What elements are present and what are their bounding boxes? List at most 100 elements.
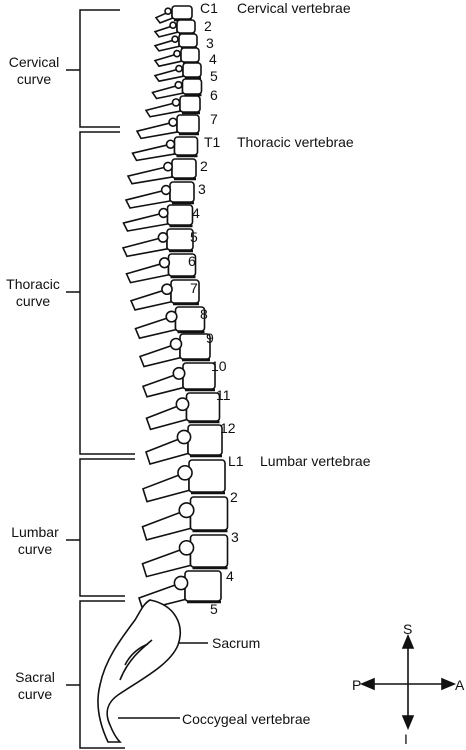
articular-process <box>164 7 172 15</box>
vertebra <box>122 204 194 232</box>
vertebral-body <box>169 181 195 203</box>
articular-process <box>157 231 169 243</box>
vertebra <box>134 306 206 340</box>
vertebra-label-t12: 12 <box>220 420 236 436</box>
vertebral-body <box>189 496 229 531</box>
vertebra-label-l2: 2 <box>230 489 238 505</box>
vertebra <box>151 78 203 100</box>
articular-process <box>168 117 178 127</box>
direction-posterior-label: P <box>352 677 362 693</box>
vertebral-body <box>176 19 196 34</box>
vertebral-body <box>181 78 203 95</box>
thoracic-curve-line1: Thoracic <box>6 276 60 292</box>
sacral-curve-line1: Sacral <box>15 669 55 685</box>
spine-vertebrae <box>121 5 229 611</box>
thoracic-curve-label: Thoracic curve <box>0 276 66 310</box>
vertebra-label-c3: 3 <box>206 35 214 51</box>
vertebra <box>153 47 200 68</box>
vertebra-label-l3: 3 <box>231 529 239 545</box>
sacral-curve-line2: curve <box>17 686 53 702</box>
coccygeal-vertebrae-label: Coccygeal vertebrae <box>182 711 311 727</box>
vertebra <box>121 228 194 258</box>
vertebra <box>135 114 200 140</box>
sacral-curve-label: Sacral curve <box>4 669 66 703</box>
sacrum-shape <box>97 599 181 743</box>
vertebral-body <box>185 392 221 422</box>
articular-process <box>171 98 181 107</box>
articular-process <box>178 502 195 519</box>
vertebral-body <box>178 33 198 48</box>
vertebra-label-t9: 9 <box>206 330 214 346</box>
vertebra-label-l4: 4 <box>226 568 234 584</box>
vertebral-body <box>179 95 201 113</box>
articular-process <box>160 184 172 196</box>
vertebra <box>141 534 229 578</box>
direction-compass <box>359 633 457 731</box>
vertebra-label-c6: 6 <box>210 87 218 103</box>
vertebra <box>144 95 201 118</box>
vertebra <box>141 362 216 398</box>
vertebra-label-t2: 2 <box>200 158 208 174</box>
articular-process <box>161 283 173 296</box>
vertebra-label-t5: 5 <box>190 229 198 245</box>
vertebral-body <box>180 47 200 63</box>
articular-process <box>172 366 186 380</box>
vertebral-body <box>189 534 229 568</box>
vertebral-body <box>184 570 222 602</box>
direction-inferior-label: I <box>404 731 408 747</box>
vertebra <box>131 136 199 162</box>
sacrum-label: Sacrum <box>212 635 261 651</box>
vertebra-label-c2: 2 <box>204 18 212 34</box>
vertebra-label-t7: 7 <box>190 280 198 296</box>
cervical-vertebrae-label: Cervical vertebrae <box>237 0 351 16</box>
vertebra-label-t4: 4 <box>192 205 200 221</box>
vertebral-body <box>187 424 223 456</box>
vertebral-body <box>166 204 194 226</box>
lumbar-vertebrae-label: Lumbar vertebrae <box>260 453 371 469</box>
articular-process <box>175 64 183 73</box>
vertebra-label-l5: 5 <box>210 601 218 617</box>
vertebra-label-c1: C1 <box>200 0 218 16</box>
vertebra-label-c5: 5 <box>210 68 218 84</box>
vertebra <box>142 459 226 503</box>
vertebra-label-t3: 3 <box>198 181 206 197</box>
vertebra-label-t8: 8 <box>200 306 208 322</box>
lumbar-curve-line2: curve <box>17 541 53 557</box>
vertebra <box>145 392 221 431</box>
articular-process <box>176 429 192 445</box>
cervical-curve-label: Cervical curve <box>2 54 66 88</box>
vertebra <box>138 333 211 368</box>
lumbar-curve-bracket <box>79 458 135 597</box>
vertebra <box>141 496 229 541</box>
articular-process <box>174 80 183 90</box>
articular-process <box>165 139 176 149</box>
vertebral-body <box>176 114 200 134</box>
articular-process <box>171 35 179 44</box>
vertebra-label-c7: 7 <box>210 111 218 127</box>
articular-process <box>178 539 195 556</box>
vertebra-label-t6: 6 <box>188 253 196 269</box>
articular-process <box>175 397 190 412</box>
vertebra <box>154 5 193 24</box>
lumbar-curve-label: Lumbar curve <box>4 524 66 558</box>
direction-anterior-label: A <box>455 677 465 693</box>
vertebral-body <box>171 5 193 20</box>
thoracic-vertebrae-label: Thoracic vertebrae <box>237 134 354 150</box>
vertebra <box>125 253 197 284</box>
vertebra-label-t1: T1 <box>204 134 221 150</box>
thoracic-curve-bracket <box>79 131 135 455</box>
articular-process <box>173 49 181 58</box>
vertebra-label-t10: 10 <box>211 358 227 374</box>
direction-superior-label: S <box>403 621 413 637</box>
articular-process <box>177 464 193 481</box>
cervical-curve-line2: curve <box>16 71 52 87</box>
vertebra <box>124 181 195 209</box>
thoracic-curve-line2: curve <box>15 293 51 309</box>
vertebral-body <box>182 62 202 78</box>
articular-process <box>158 207 169 219</box>
sacral-curve-bracket <box>79 600 125 749</box>
vertebra <box>129 279 200 311</box>
vertebral-body <box>171 158 197 179</box>
vertebra <box>126 158 197 185</box>
